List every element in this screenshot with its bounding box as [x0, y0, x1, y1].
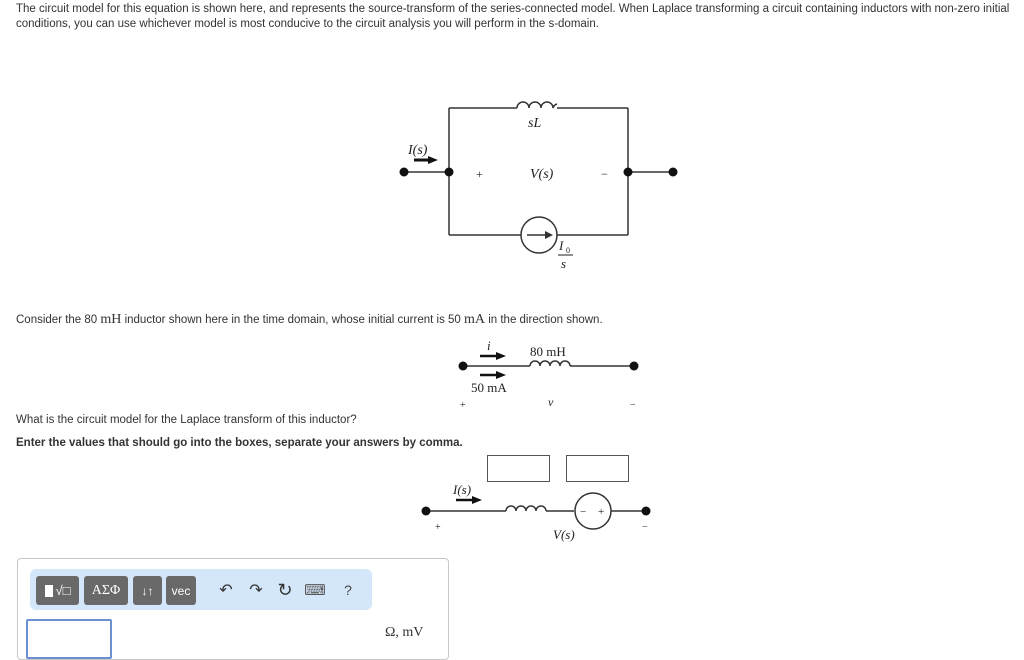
consider-post: in the direction shown.	[485, 314, 603, 326]
minus-sign: −	[642, 522, 648, 533]
current-label: i	[487, 338, 491, 353]
vector-button[interactable]: vec	[166, 576, 196, 605]
question-text: What is the circuit model for the Laplac…	[16, 414, 357, 426]
answer-panel: √□ ΑΣΦ ↓↑ vec ↶ ↷ ↻ ⌨ ? Ω, mV	[17, 558, 449, 660]
answer-input[interactable]	[26, 619, 112, 659]
inductor-label: sL	[528, 116, 541, 131]
help-icon[interactable]: ?	[344, 582, 352, 598]
source-minus: −	[580, 506, 586, 518]
greek-symbols-button[interactable]: ΑΣΦ	[84, 576, 128, 605]
voltage-label: V(s)	[553, 527, 575, 542]
consider-pre: Consider the 80	[16, 314, 101, 326]
instruction-text: Enter the values that should go into the…	[16, 437, 463, 449]
plus-sign: +	[476, 167, 483, 181]
inductance-label: 80 mH	[530, 344, 566, 359]
unit-mh: mH	[100, 312, 122, 327]
consider-mid: inductor shown here in the time domain, …	[121, 314, 465, 326]
time-domain-inductor-circuit: i 80 mH 50 mA v + −	[458, 338, 639, 411]
plus-sign: +	[460, 400, 466, 411]
keyboard-icon[interactable]: ⌨	[304, 582, 326, 599]
source-denominator: s	[561, 256, 566, 271]
source-subscript: 0	[566, 246, 570, 255]
block-icon	[44, 584, 53, 597]
consider-text: Consider the 80 mH inductor shown here i…	[16, 312, 603, 328]
intro-text: The circuit model for this equation is s…	[16, 3, 1010, 30]
source-plus: +	[598, 506, 604, 518]
initial-current-label: 50 mA	[471, 380, 507, 395]
units-label: Ω, mV	[385, 625, 424, 640]
voltage-label: V(s)	[530, 167, 554, 182]
current-label: I(s)	[407, 143, 428, 158]
plus-sign: +	[435, 522, 441, 533]
minus-sign: −	[601, 167, 608, 181]
answer-box-source	[566, 455, 629, 482]
answer-box-inductor	[487, 455, 550, 482]
current-label: I(s)	[452, 482, 471, 497]
reset-icon[interactable]: ↻	[277, 579, 293, 600]
templates-button[interactable]: √□	[36, 576, 79, 605]
arrows-button[interactable]: ↓↑	[133, 576, 162, 605]
undo-icon[interactable]: ↶	[219, 582, 233, 599]
redo-icon[interactable]: ↷	[249, 582, 263, 599]
voltage-label: v	[548, 395, 554, 409]
series-model-circuit: I(s) − + V(s) + −	[421, 482, 651, 542]
source-numerator: I	[558, 238, 564, 253]
math-toolbar: √□ ΑΣΦ ↓↑ vec ↶ ↷ ↻ ⌨ ?	[30, 569, 372, 610]
root-template-icon: √□	[55, 583, 71, 598]
unit-ma: mA	[464, 312, 486, 327]
parallel-model-circuit: I(s) sL V(s) + − I 0 s	[399, 101, 678, 271]
minus-sign: −	[630, 400, 636, 411]
